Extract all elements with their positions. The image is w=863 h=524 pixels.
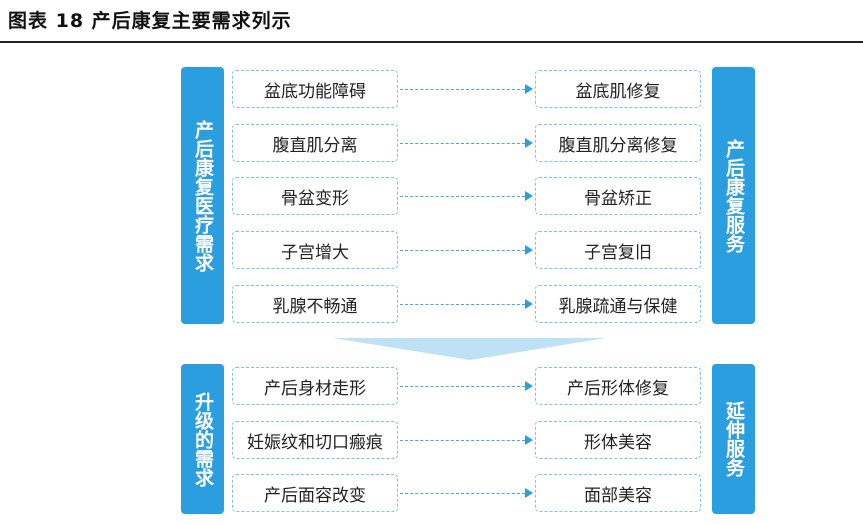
- arrow-connector: [400, 493, 525, 494]
- need-box-stretch-marks: 妊娠纹和切口瘢痕: [232, 421, 398, 459]
- need-box-pelvic-floor: 盆底功能障碍: [232, 70, 398, 108]
- need-box-face: 产后面容改变: [232, 474, 398, 512]
- arrow-head: [525, 245, 533, 255]
- arrow-head: [525, 299, 533, 309]
- arrow-head: [525, 381, 533, 391]
- medical-needs-label: 产后康复医疗需求: [181, 67, 224, 324]
- extended-services-label: 延伸服务: [712, 364, 755, 514]
- service-box-stretch-marks: 形体美容: [535, 421, 701, 459]
- arrow-head: [525, 138, 533, 148]
- arrow-connector: [400, 196, 525, 197]
- service-box-diastasis: 腹直肌分离修复: [535, 124, 701, 162]
- need-box-diastasis: 腹直肌分离: [232, 124, 398, 162]
- service-box-pelvic-floor: 盆底肌修复: [535, 70, 701, 108]
- need-box-breast: 乳腺不畅通: [232, 285, 398, 323]
- arrow-head: [525, 435, 533, 445]
- need-box-uterus: 子宫增大: [232, 231, 398, 269]
- arrow-connector: [400, 304, 525, 305]
- service-box-face: 面部美容: [535, 474, 701, 512]
- service-box-body-shape: 产后形体修复: [535, 367, 701, 405]
- title-divider: [0, 41, 863, 43]
- arrow-connector: [400, 143, 525, 144]
- arrow-head: [525, 488, 533, 498]
- figure-title: 图表 18 产后康复主要需求列示: [8, 10, 292, 32]
- upgrade-needs-label: 升级的需求: [181, 364, 224, 514]
- arrow-connector: [400, 440, 525, 441]
- need-box-pelvis: 骨盆变形: [232, 177, 398, 215]
- arrow-head: [525, 191, 533, 201]
- service-box-uterus: 子宫复旧: [535, 231, 701, 269]
- need-box-body-shape: 产后身材走形: [232, 367, 398, 405]
- arrow-connector: [400, 386, 525, 387]
- arrow-head: [525, 84, 533, 94]
- recovery-services-label: 产后康复服务: [712, 67, 755, 324]
- service-box-pelvis: 骨盆矫正: [535, 177, 701, 215]
- arrow-connector: [400, 89, 525, 90]
- service-box-breast: 乳腺疏通与保健: [535, 285, 701, 323]
- arrow-connector: [400, 250, 525, 251]
